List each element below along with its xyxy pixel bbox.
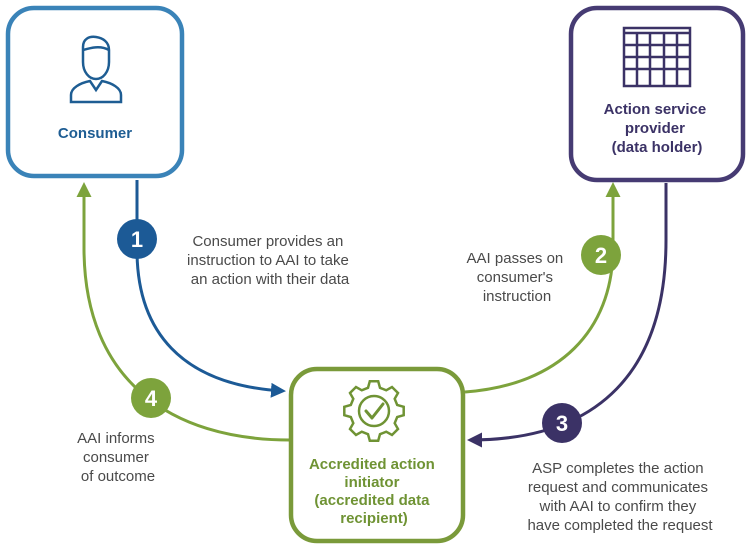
person-icon: [69, 35, 123, 104]
step-1-description: Consumer provides an instruction to AAI …: [187, 233, 353, 288]
step-badge-3: 3: [542, 403, 582, 443]
initiator-title: Accredited action initiator (accredited …: [309, 456, 439, 527]
arrow-initiator-to-consumer: [76, 182, 291, 442]
svg-text:1: 1: [131, 227, 143, 252]
step-4-description: AAI informs consumer of outcome: [77, 430, 159, 485]
step-2-description: AAI passes on consumer's instruction: [467, 250, 568, 305]
initiator-node: Accredited action initiator (accredited …: [288, 366, 466, 544]
svg-text:2: 2: [595, 243, 607, 268]
step-badge-1: 1: [117, 219, 157, 259]
consumer-node: Consumer: [5, 5, 185, 179]
arrow-provider-to-initiator: [467, 183, 668, 448]
building-icon: [622, 26, 692, 88]
provider-node: Action service provider (data holder): [568, 5, 746, 183]
step-badge-2: 2: [581, 235, 621, 275]
step-badge-4: 4: [131, 378, 171, 418]
svg-text:3: 3: [556, 411, 568, 436]
gear-check-icon: [343, 380, 405, 442]
consumer-title: Consumer: [58, 125, 132, 142]
svg-text:4: 4: [145, 386, 158, 411]
step-3-description: ASP completes the action request and com…: [527, 460, 713, 534]
provider-title: Action service provider (data holder): [604, 101, 711, 156]
arrow-consumer-to-initiator: [135, 180, 286, 398]
